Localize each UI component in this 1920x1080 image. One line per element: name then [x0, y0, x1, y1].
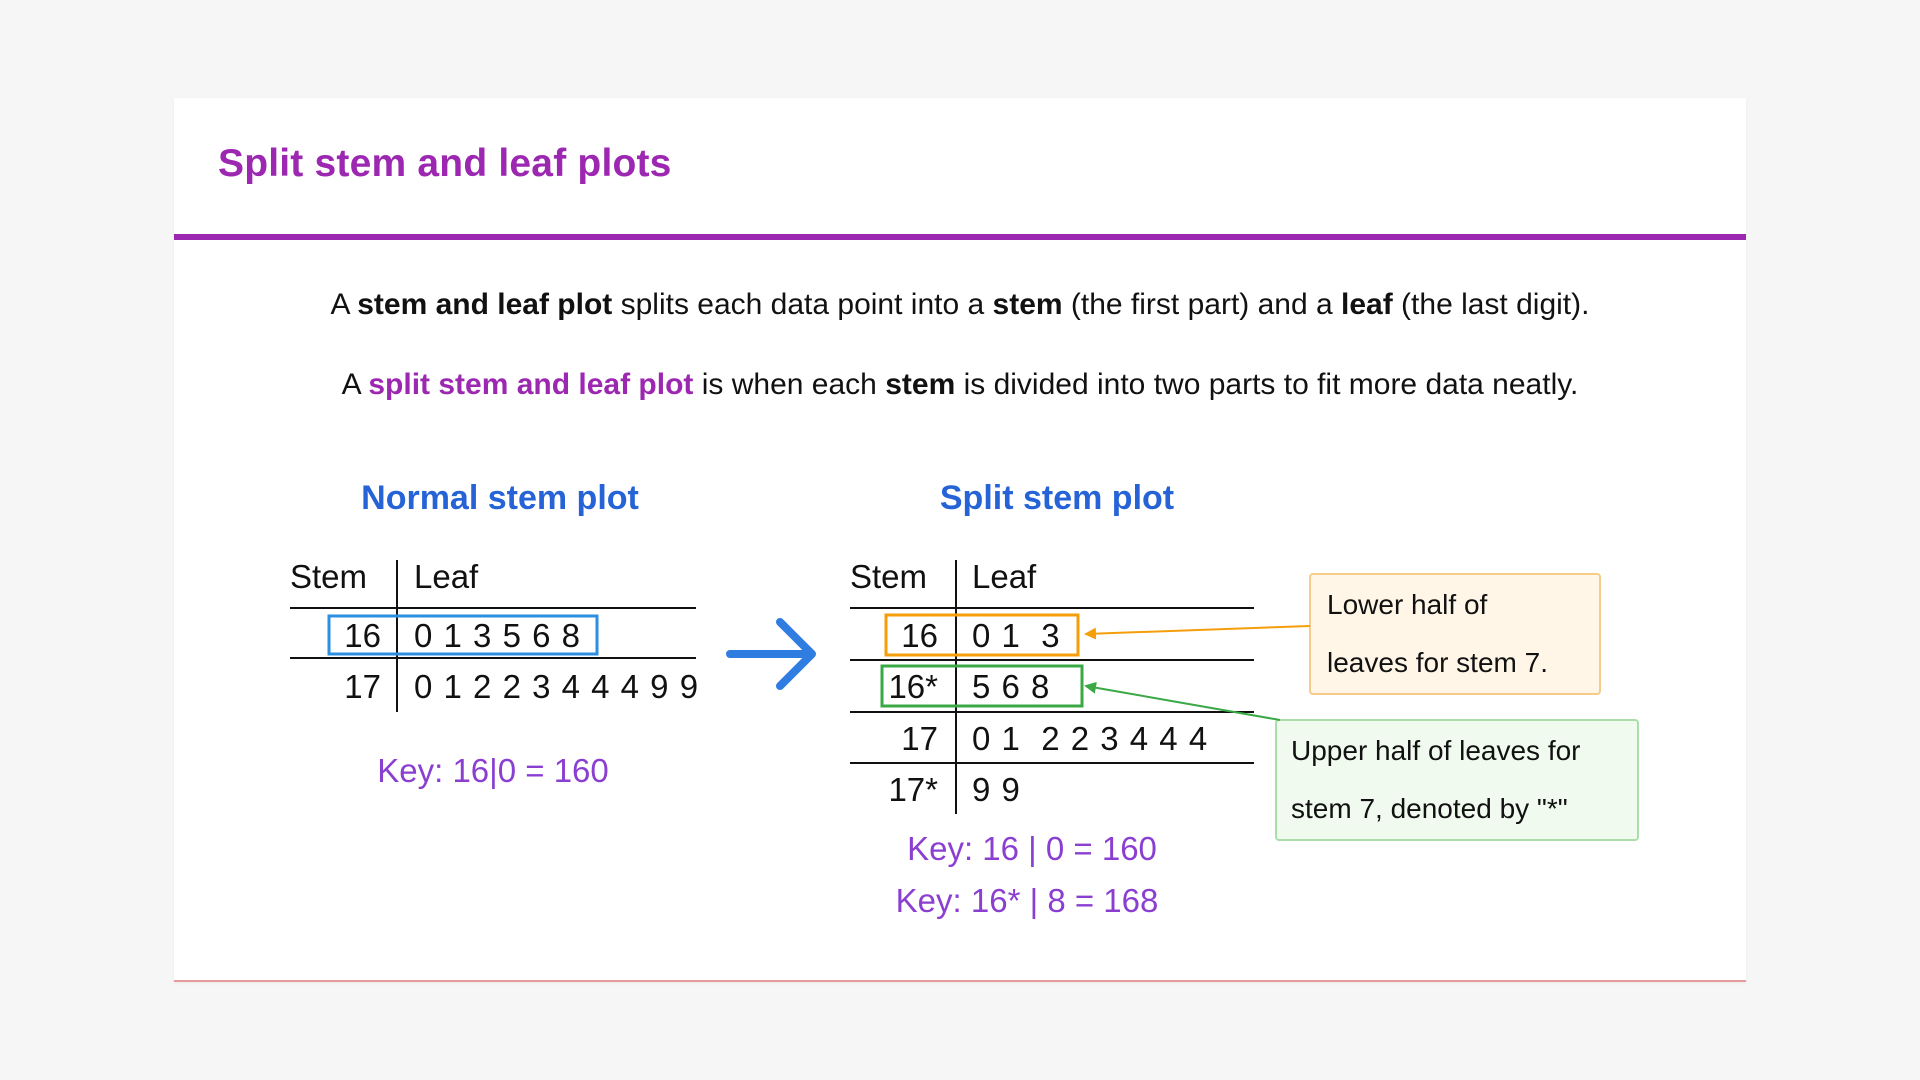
intro-term: stem	[885, 368, 956, 401]
split-stem-header: Stem	[850, 558, 927, 595]
intro-term-highlight: split stem and leaf plot	[368, 368, 694, 401]
normal-stem-16: 16	[344, 617, 381, 654]
intro-text: is divided into two parts to fit more da…	[955, 368, 1579, 401]
intro-text: (the first part) and a	[1062, 288, 1342, 321]
split-row16-highlight	[884, 613, 1080, 657]
upper-callout-line-1: Upper half of leaves for	[1291, 735, 1581, 766]
stem-leaf-diagram: Normal stem plot Stem Leaf 16 0 1 3 5 6 …	[290, 479, 1639, 919]
intro-text: (the last digit).	[1392, 288, 1590, 321]
split-stem-17star: 17*	[888, 771, 938, 808]
arrow-right-icon	[726, 618, 816, 690]
upper-half-callout	[1275, 719, 1639, 841]
intro-term: stem and leaf plot	[357, 288, 613, 321]
intro-text: A	[330, 288, 358, 321]
normal-key: Key: 16|0 = 160	[377, 752, 609, 789]
split-stem-16star: 16*	[888, 668, 938, 705]
lower-callout-line-2: leaves for stem 7.	[1327, 647, 1548, 678]
split-leaves-16: 0 1 3	[972, 617, 1061, 654]
intro-term: leaf	[1341, 288, 1393, 321]
normal-stem-header: Stem	[290, 558, 367, 595]
upper-callout-arrow	[1084, 681, 1281, 721]
split-leaves-17: 0 1 2 2 3 4 4 4	[972, 720, 1208, 757]
intro-paragraph-2: A split stem and leaf plot is when each …	[174, 368, 1746, 402]
split-leaves-16star: 5 6 8	[972, 668, 1050, 705]
intro-text: is when each	[693, 368, 886, 401]
normal-leaves-17: 0 1 2 2 3 4 4 4 9 9	[414, 668, 699, 705]
normal-plot-heading: Normal stem plot	[361, 479, 639, 517]
card-header: Split stem and leaf plots	[174, 98, 1746, 240]
split-plot-heading: Split stem plot	[940, 479, 1174, 517]
normal-leaves-16: 0 1 3 5 6 8	[414, 617, 581, 654]
normal-row16-highlight	[327, 614, 599, 656]
intro-text: A	[341, 368, 369, 401]
intro-paragraph-1: A stem and leaf plot splits each data po…	[174, 288, 1746, 322]
intro-text: splits each data point into a	[612, 288, 993, 321]
page-title: Split stem and leaf plots	[218, 142, 672, 185]
split-key-2: Key: 16* | 8 = 168	[896, 882, 1159, 919]
content-card: Split stem and leaf plots A stem and lea…	[174, 98, 1746, 982]
normal-stem-17: 17	[344, 668, 381, 705]
split-key-1: Key: 16 | 0 = 160	[907, 830, 1157, 867]
normal-leaf-header: Leaf	[414, 558, 479, 595]
lower-half-callout	[1309, 573, 1601, 695]
intro-term: stem	[992, 288, 1063, 321]
split-stem-17: 17	[901, 720, 938, 757]
split-leaves-17star: 9 9	[972, 771, 1021, 808]
split-stem-16: 16	[901, 617, 938, 654]
lower-callout-line-1: Lower half of	[1327, 589, 1488, 620]
split-leaf-header: Leaf	[972, 558, 1037, 595]
lower-callout-arrow	[1084, 625, 1311, 640]
split-row16star-highlight	[880, 664, 1084, 708]
upper-callout-line-2: stem 7, denoted by "*"	[1291, 793, 1568, 824]
